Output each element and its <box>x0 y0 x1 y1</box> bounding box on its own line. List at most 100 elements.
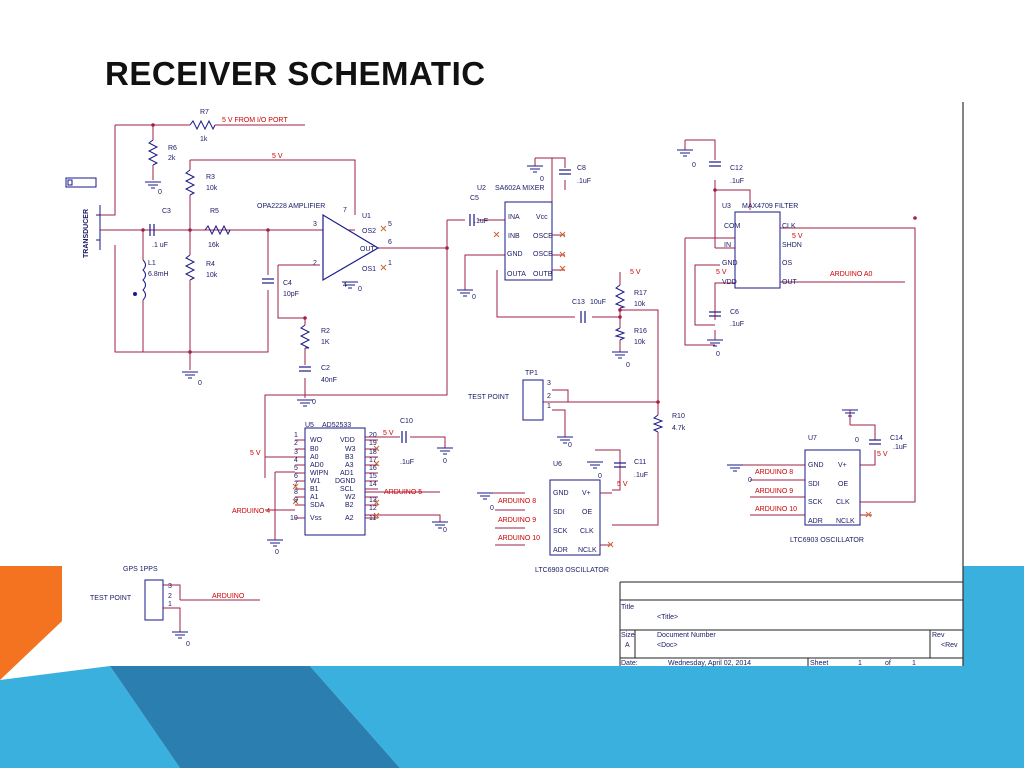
label-c3: C3 <box>162 208 171 215</box>
label-tp1: TP1 <box>525 370 538 377</box>
label-u7-sck: SCK <box>808 499 823 506</box>
label-u5: U5 <box>305 422 314 429</box>
ground-symbols <box>145 149 858 639</box>
label-dds-pin7: 7 <box>294 481 298 488</box>
label-r17: R17 <box>634 290 647 297</box>
tb-date-value: Wednesday, April 02, 2014 <box>668 660 751 667</box>
label-c2-val: 40nF <box>321 377 337 384</box>
label-arduino-10-u6: ARDUINO 10 <box>498 535 540 542</box>
label-u6-clk: CLK <box>580 528 594 535</box>
ic-u5-dds <box>304 427 366 536</box>
label-arduino-5: ARDUINO 5 <box>384 489 422 496</box>
label-dds: AD52533 <box>322 422 351 429</box>
label-c5-val: .1uF <box>474 218 488 225</box>
label-outb: OUTB <box>533 271 553 278</box>
label-dds-pin14: 14 <box>369 481 377 488</box>
label-r3: R3 <box>206 174 215 181</box>
label-r7: R7 <box>200 109 209 116</box>
label-dds-pin9: 9 <box>294 497 298 504</box>
label-os2: OS2 <box>362 228 376 235</box>
label-arduino-9-u6: ARDUINO 9 <box>498 517 536 524</box>
label-pin2: 2 <box>313 260 317 267</box>
label-r5-val: 16k <box>208 242 220 249</box>
label-gnd-dds: 0 <box>443 527 447 534</box>
resistor-r5 <box>204 224 231 236</box>
label-gnd-c11: 0 <box>598 473 602 480</box>
label-shdn: SHDN <box>782 242 802 249</box>
label-r10: R10 <box>672 413 685 420</box>
resistor-r3 <box>184 169 196 196</box>
label-port: 5 V FROM I/O PORT <box>222 117 288 124</box>
label-gnd-c12: 0 <box>692 162 696 169</box>
no-connect-marks <box>292 225 872 548</box>
label-gnd-mixer: 0 <box>472 294 476 301</box>
label-a2: A2 <box>345 515 354 522</box>
label-dds-pin10: 10 <box>290 515 298 522</box>
label-dds-pin11: 11 <box>369 515 376 522</box>
label-outa: OUTA <box>507 271 526 278</box>
blue-band-left <box>0 666 180 768</box>
label-5v-filter: 5 V <box>792 233 803 240</box>
label-mixer-gnd: GND <box>507 251 523 258</box>
label-u7-gnd: GND <box>808 462 824 469</box>
label-u6-sdi: SDI <box>553 509 565 516</box>
label-arduino-gps: ARDUINO <box>212 593 245 600</box>
tb-rev-label: Rev <box>932 632 945 639</box>
tb-of-value: 1 <box>912 660 916 667</box>
label-gnd-c10: 0 <box>443 458 447 465</box>
label-tp1-pin1: 1 <box>547 403 551 410</box>
label-arduino-9-u7: ARDUINO 9 <box>755 488 793 495</box>
transducer <box>65 177 101 250</box>
label-r5: R5 <box>210 208 219 215</box>
label-dgnd: DGND <box>335 478 356 485</box>
inductor-dot <box>133 292 137 296</box>
tb-size-label: Size <box>621 632 635 639</box>
label-dds-pin8: 8 <box>294 489 298 496</box>
label-pin6: 6 <box>388 239 392 246</box>
label-ina: INA <box>508 214 520 221</box>
tb-of-label: of <box>885 660 891 667</box>
tb-docnum-value: <Doc> <box>657 642 678 649</box>
label-dds-vdd: VDD <box>340 437 355 444</box>
label-5v-dds: 5 V <box>250 450 261 457</box>
label-u7-vplus: V+ <box>838 462 847 469</box>
label-c4-val: 10pF <box>283 291 299 298</box>
label-wipn: WIPN <box>310 470 328 477</box>
ic-u6-oscillator <box>549 479 601 556</box>
label-r2-val: 1K <box>321 339 330 346</box>
label-tp1-pin3: 3 <box>547 380 551 387</box>
label-c2: C2 <box>321 365 330 372</box>
label-b3: B3 <box>345 454 354 461</box>
label-a0: A0 <box>310 454 319 461</box>
title-block <box>619 581 963 666</box>
label-u6-sck: SCK <box>553 528 568 535</box>
resistor-r10 <box>652 414 664 433</box>
label-gps: GPS 1PPS <box>123 566 158 573</box>
tb-title-value: <Title> <box>657 614 678 621</box>
ic-u7-oscillator <box>804 449 861 526</box>
label-pin4: 4 <box>343 282 347 289</box>
inductor-l1 <box>142 259 146 301</box>
slide-title: RECEIVER SCHEMATIC <box>105 55 486 92</box>
label-c10: C10 <box>400 418 413 425</box>
label-dds-pin12: 12 <box>369 505 377 512</box>
label-dds-pin15: 15 <box>369 473 377 480</box>
label-5v-u7: 5 V <box>877 451 888 458</box>
label-c8-val: .1uF <box>577 178 591 185</box>
label-a1: A1 <box>310 494 319 501</box>
component-labels: TRANSDUCER R7 1k R6 2k 0 R3 10k OPA2228 … <box>83 109 907 648</box>
label-gps-pin3: 3 <box>168 583 172 590</box>
tb-docnum-label: Document Number <box>657 632 716 639</box>
label-pin1: 1 <box>388 260 392 267</box>
label-sda: SDA <box>310 502 325 509</box>
label-pin3: 3 <box>313 221 317 228</box>
label-arduino-8-u7: ARDUINO 8 <box>755 469 793 476</box>
label-transducer: TRANSDUCER <box>83 209 90 258</box>
label-arduino-a0: ARDUINO A0 <box>830 271 873 278</box>
label-gps-pin1: 1 <box>168 601 172 608</box>
label-gnd-r4: 0 <box>198 380 202 387</box>
label-arduino-4: ARDUINO 4 <box>232 508 270 515</box>
label-c5: C5 <box>470 195 479 202</box>
label-gnd-c6: 0 <box>716 351 720 358</box>
